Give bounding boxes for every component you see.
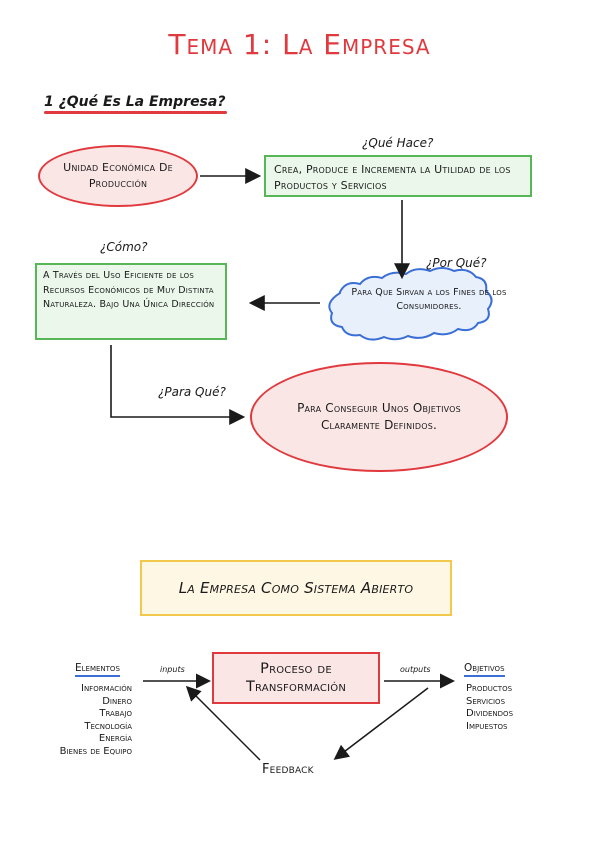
list-item: Energía [98,733,132,744]
question-por-que: ¿Por Qué? [426,256,487,270]
node-para-que-sirvan: Para Que Sirvan a los Fines de los Consu… [340,286,518,314]
node-crea-produce: Crea, Produce e Incrementa la Utilidad d… [264,155,532,197]
node-unidad-economica: Unidad Económica De Producción [38,145,198,207]
list-item: Dividendos [466,708,514,719]
list-item: Servicios [466,695,506,707]
node-traves-label: A Través del Uso Eficiente de los Recurs… [43,270,215,310]
elementos-list: Información Dinero Trabajo Tecnología En… [30,683,132,758]
node-a-traves: A Través del Uso Eficiente de los Recurs… [35,263,227,340]
arrow-to-feedback [333,687,429,760]
page-title: Tema 1: La Empresa [168,28,431,61]
section-heading-sistema-abierto: La Empresa Como Sistema Abierto [140,560,452,616]
question-como: ¿Cómo? [100,240,148,254]
objetivos-list: Productos Servicios Dividendos Impuestos [466,683,566,733]
list-item: Dinero [102,695,132,707]
list-item: Trabajo [99,708,132,719]
section-heading-que-es: 1 ¿Qué Es La Empresa? [44,94,228,114]
objetivos-title: Objetivos [464,662,505,677]
list-item: Productos [466,683,513,694]
list-item: Tecnología [84,720,132,732]
list-item: Impuestos [466,720,508,732]
list-item: Información [81,683,132,694]
node-sirvan-label: Para Que Sirvan a los Fines de los Consu… [351,287,507,312]
node-objetivos-label: Para Conseguir Unos Objetivos Claramente… [297,401,461,432]
list-item: Bienes de Equipo [59,745,132,757]
section2-text: La Empresa Como Sistema Abierto [178,579,414,597]
inputs-label: inputs [160,665,185,674]
elementos-heading: Elementos [75,656,120,677]
heading-underline [44,111,228,114]
proceso-label: Proceso de Transformación [245,661,347,695]
question-para-que: ¿Para Qué? [158,385,226,399]
question-que-hace: ¿Qué Hace? [362,136,434,150]
feedback-label: Feedback [262,762,314,777]
elementos-title: Elementos [75,662,120,677]
outputs-label: outputs [400,665,431,674]
arrow-traves-to-objetivos [110,345,246,425]
node-proceso-transformacion: Proceso de Transformación [212,652,380,704]
node-crea-label: Crea, Produce e Incrementa la Utilidad d… [274,163,511,192]
objetivos-heading: Objetivos [464,656,505,677]
section-heading-text: 1 ¿Qué Es La Empresa? [44,94,226,110]
node-unidad-label: Unidad Económica De Producción [63,161,173,190]
arrow-feedback-to-inputs [185,685,261,761]
node-objetivos: Para Conseguir Unos Objetivos Claramente… [250,362,508,472]
